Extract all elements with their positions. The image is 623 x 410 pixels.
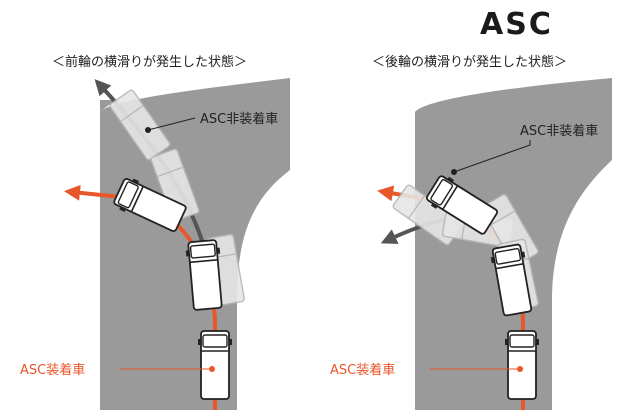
asc-logo: ASC bbox=[480, 7, 553, 42]
panel-rear-skid: ＜後輪の横滑りが発生した状態＞ ASC非装着車 ASC装着車 bbox=[330, 54, 612, 410]
label-with-asc: ASC装着車 bbox=[330, 362, 395, 378]
panel-front-skid: ＜前輪の横滑りが発生した状態＞ ASC非装着車 ASC装着車 bbox=[20, 54, 290, 410]
truck-icon bbox=[504, 330, 540, 400]
panel-heading: ＜前輪の横滑りが発生した状態＞ bbox=[52, 54, 247, 70]
label-with-asc: ASC装着車 bbox=[20, 362, 85, 378]
label-without-asc: ASC非装着車 bbox=[520, 123, 598, 139]
label-without-asc: ASC非装着車 bbox=[200, 111, 278, 127]
panel-heading: ＜後輪の横滑りが発生した状態＞ bbox=[372, 54, 567, 70]
truck-icon bbox=[197, 330, 233, 400]
